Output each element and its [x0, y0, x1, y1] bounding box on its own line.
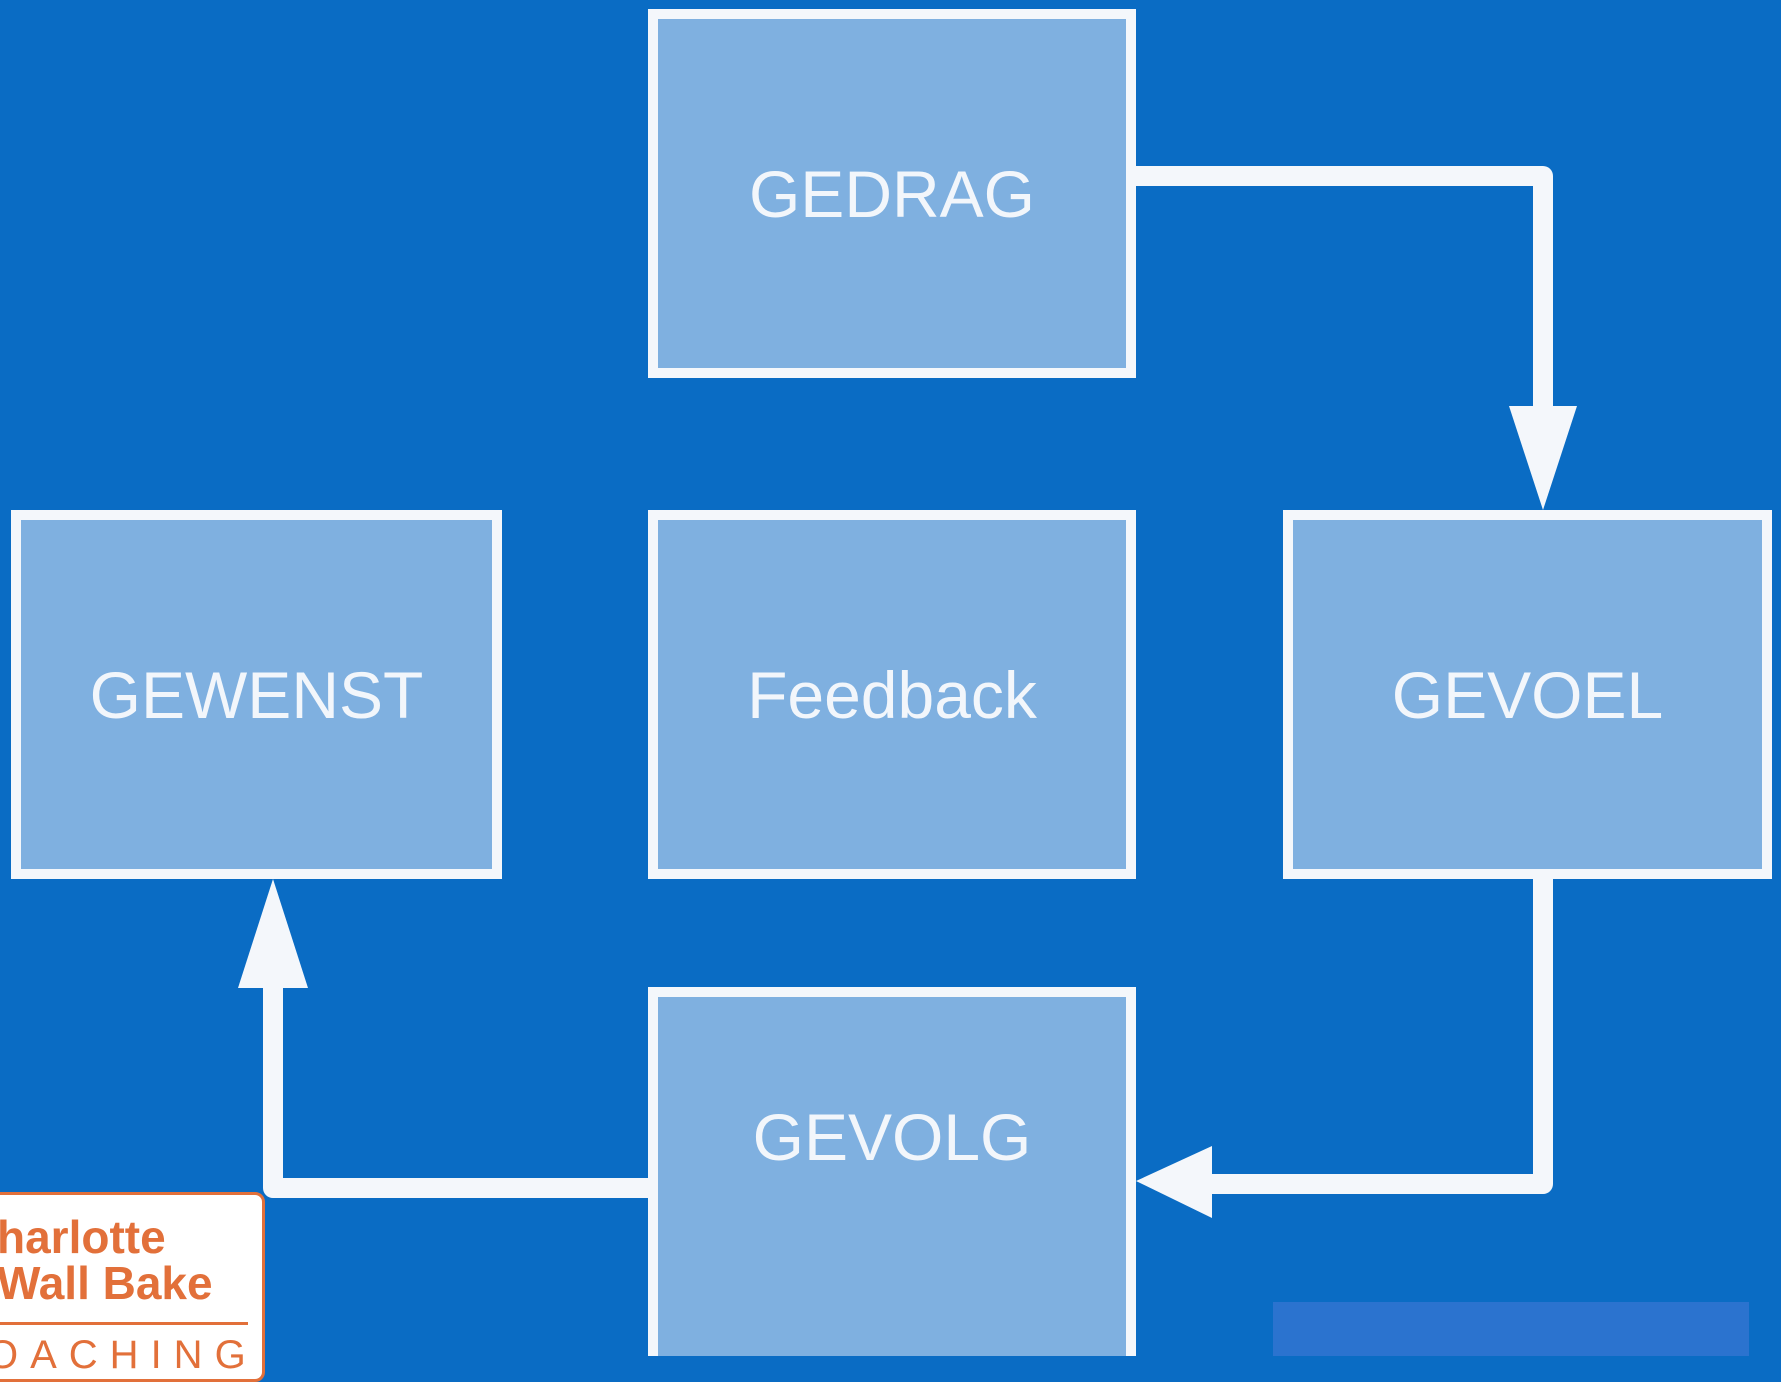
node-gevolg-label: GEVOLG	[752, 1099, 1032, 1174]
arrowhead-gevolg	[1136, 1146, 1212, 1218]
corner-panel	[1273, 1302, 1749, 1356]
brand-logo: harlotte Wall Bake OACHING	[0, 1192, 265, 1382]
logo-divider	[0, 1322, 248, 1325]
node-gevoel: GEVOEL	[1283, 510, 1772, 879]
arrow-gevolg-to-gewenst	[263, 975, 648, 1198]
node-gedrag: GEDRAG	[648, 9, 1136, 378]
node-gewenst-label: GEWENST	[89, 657, 424, 732]
arrowhead-gevoel	[1509, 406, 1577, 510]
arrow-gevoel-to-gevolg	[1210, 879, 1553, 1194]
node-gewenst: GEWENST	[11, 510, 502, 879]
logo-line-2: Wall Bake	[0, 1257, 213, 1309]
arrowhead-gewenst	[238, 879, 308, 988]
node-gedrag-label: GEDRAG	[748, 156, 1036, 231]
node-gevolg: GEVOLG	[648, 987, 1136, 1356]
node-gevoel-label: GEVOEL	[1391, 657, 1664, 732]
arrow-gedrag-to-gevoel	[1136, 166, 1553, 420]
node-feedback: Feedback	[648, 510, 1136, 879]
logo-line-1: harlotte	[0, 1211, 166, 1263]
node-feedback-label: Feedback	[747, 657, 1037, 732]
